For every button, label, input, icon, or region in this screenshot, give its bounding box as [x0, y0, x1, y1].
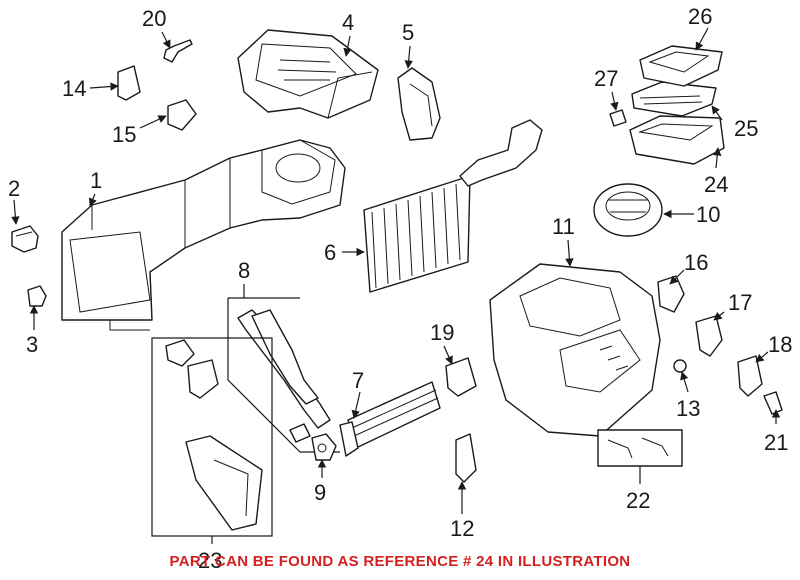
blower-motor-part[interactable]	[593, 183, 663, 237]
cabin-filter-housing-part[interactable]	[629, 115, 725, 165]
clip-part-13[interactable]	[673, 359, 687, 373]
callout-12: 12	[450, 516, 474, 541]
callout-23: 23	[198, 548, 222, 573]
hvac-case-part[interactable]	[61, 139, 346, 331]
module-part-19[interactable]	[445, 357, 477, 397]
grommet-part[interactable]	[27, 285, 47, 307]
callout-8: 8	[238, 258, 250, 283]
clip-part-27[interactable]	[609, 109, 627, 127]
callout-17: 17	[728, 290, 752, 315]
callout-16: 16	[684, 250, 708, 275]
seal-part[interactable]	[311, 433, 337, 461]
bracket-part[interactable]	[397, 67, 441, 141]
relay-part-14[interactable]	[117, 65, 141, 101]
callout-labels: 1 2 3 4 5 6 7 8 9 10 11 12 13 14 15 16 1…	[8, 4, 792, 573]
callout-7: 7	[352, 368, 364, 393]
sensor-part-20[interactable]	[163, 39, 193, 63]
connector-kit-part-22[interactable]	[597, 429, 683, 467]
callout-25: 25	[734, 116, 758, 141]
callout-11: 11	[552, 214, 575, 239]
callout-4: 4	[342, 10, 354, 35]
duct-kit-part-23[interactable]	[151, 337, 273, 537]
callout-1: 1	[90, 168, 102, 193]
leader-lines	[11, 27, 781, 544]
callout-5: 5	[402, 20, 414, 45]
callout-19: 19	[430, 320, 454, 345]
lower-housing-part[interactable]	[489, 263, 661, 437]
drain-hose-part[interactable]	[11, 225, 39, 253]
callout-20: 20	[142, 6, 166, 31]
callout-13: 13	[676, 396, 700, 421]
callout-10: 10	[696, 202, 720, 227]
callout-6: 6	[324, 240, 336, 265]
callout-18: 18	[768, 332, 792, 357]
reference-notice: PART CAN BE FOUND AS REFERENCE # 24 IN I…	[169, 553, 631, 570]
callout-15: 15	[112, 122, 136, 147]
cabin-filter-part[interactable]	[631, 81, 717, 117]
callout-2: 2	[8, 176, 20, 201]
evaporator-core-part[interactable]	[363, 119, 543, 293]
callout-22: 22	[626, 488, 650, 513]
filter-cover-part[interactable]	[639, 45, 723, 87]
callout-21: 21	[764, 430, 788, 455]
callout-26: 26	[688, 4, 712, 29]
actuator-part-18[interactable]	[737, 355, 763, 397]
heater-core-part[interactable]	[339, 381, 441, 457]
heater-pipes-part[interactable]	[227, 297, 340, 453]
callout-27: 27	[594, 66, 618, 91]
callout-3: 3	[26, 332, 38, 357]
callout-14: 14	[62, 76, 86, 101]
sensor-part-21[interactable]	[763, 391, 783, 415]
upper-housing-part[interactable]	[237, 29, 379, 119]
sensor-part-15[interactable]	[167, 99, 197, 131]
callout-24: 24	[704, 172, 728, 197]
callout-9: 9	[314, 480, 326, 505]
actuator-part-16[interactable]	[657, 275, 685, 313]
actuator-part-12[interactable]	[455, 433, 477, 483]
actuator-part-17[interactable]	[695, 315, 723, 357]
